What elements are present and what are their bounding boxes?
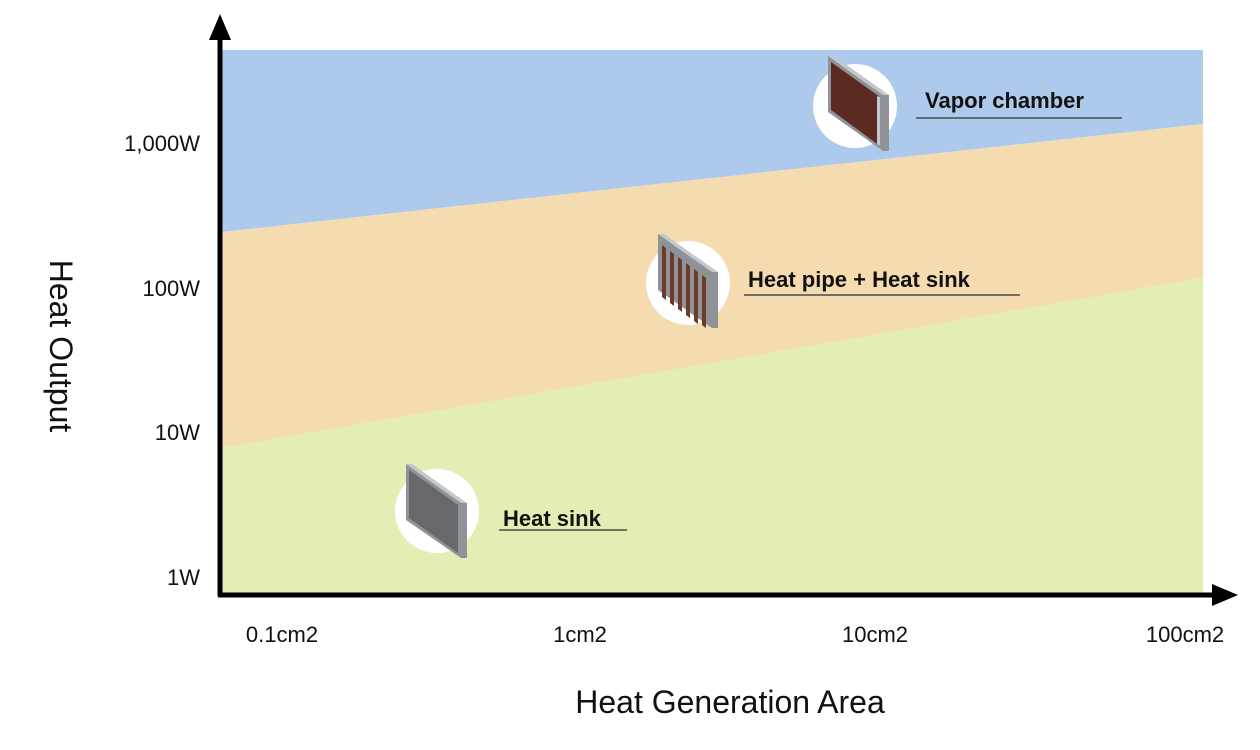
vapor-chamber-zone (222, 50, 1203, 232)
y-tick-label: 1,000W (124, 131, 200, 156)
vapor-chamber-label: Vapor chamber (925, 88, 1084, 113)
y-axis-arrowhead (209, 14, 231, 40)
heat-pipe-heat-sink-icon (646, 234, 730, 328)
vapor-chamber-icon (813, 56, 897, 151)
y-tick-label: 10W (155, 420, 200, 445)
heat-sink-icon (395, 464, 479, 558)
x-tick-label: 100cm2 (1146, 622, 1224, 647)
heat-pipe-heat-sink-label: Heat pipe + Heat sink (748, 267, 971, 292)
y-tick-label: 100W (143, 276, 201, 301)
x-tick-label: 0.1cm2 (246, 622, 318, 647)
y-axis-title: Heat Output (43, 260, 79, 433)
x-axis-arrowhead (1212, 584, 1238, 606)
x-tick-label: 1cm2 (553, 622, 607, 647)
heat-sink-label: Heat sink (503, 506, 602, 531)
x-axis-title: Heat Generation Area (575, 684, 885, 720)
x-tick-label: 10cm2 (842, 622, 908, 647)
y-tick-label: 1W (167, 565, 200, 590)
